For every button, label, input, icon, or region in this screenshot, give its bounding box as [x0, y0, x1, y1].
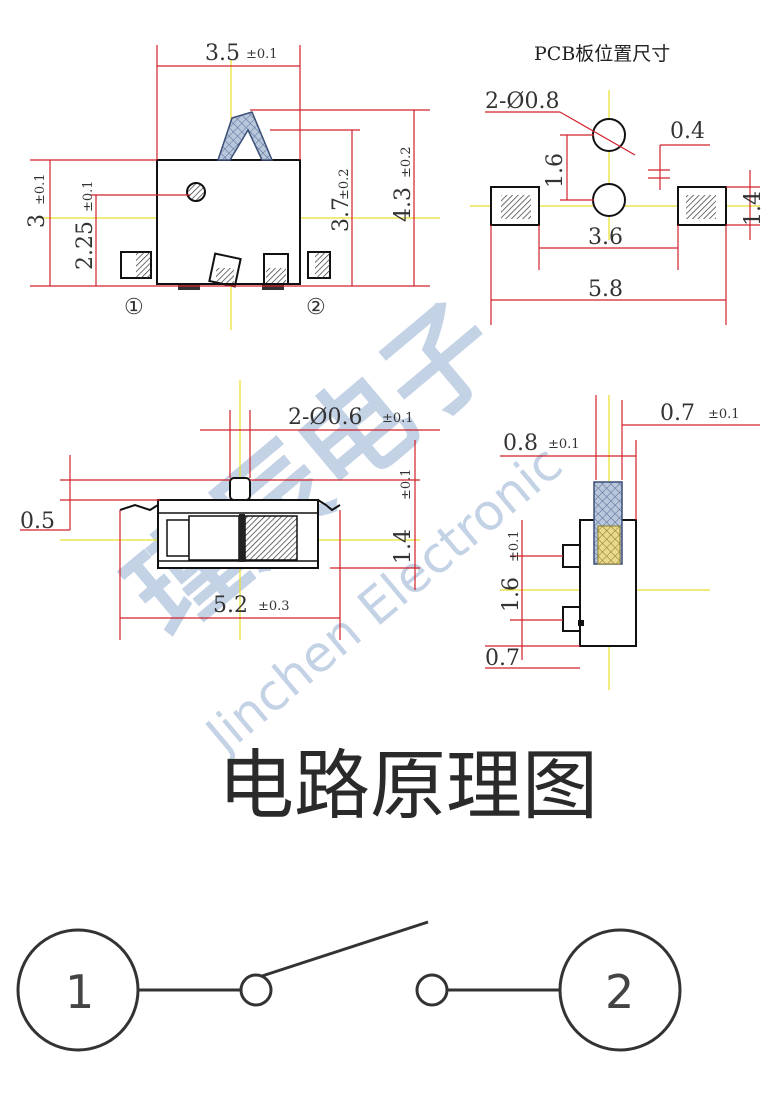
node-2-circle — [558, 928, 682, 1052]
pcb-inner-span: 3.6 — [588, 225, 623, 250]
actuator-lever — [216, 111, 274, 161]
pcb-pad-height: 1.4 — [741, 191, 766, 226]
side-post-spacing-tol: ±0.1 — [507, 530, 522, 562]
watermark-cn: 瑾辰电子 — [104, 279, 523, 660]
dim-total-height: 4.3 — [391, 187, 416, 222]
dim-width: 3.5 — [205, 41, 240, 66]
contact-right — [415, 973, 449, 1007]
side-lever-width: 0.7 — [660, 401, 695, 426]
side-post-spacing: 1.6 — [499, 577, 524, 612]
node-2-label: 2 — [605, 965, 634, 1019]
pcb-hole-bottom — [592, 183, 626, 217]
node-1-label: 1 — [65, 965, 94, 1019]
switch-blade — [261, 920, 429, 978]
dim-hole-height: 2.25 — [73, 221, 98, 270]
pcb-layout-title: PCB板位置尺寸 — [534, 43, 670, 65]
front-post-tol: ±0.1 — [382, 411, 414, 426]
dim-actuator-height: 3.7 — [329, 197, 354, 232]
schematic: 电路原理图 1 2 — [16, 741, 682, 1052]
side-bottom-offset: 0.7 — [485, 646, 520, 671]
contact-left — [239, 973, 273, 1007]
pcb-outer-span: 5.8 — [588, 277, 623, 302]
pcb-offset: 0.4 — [670, 119, 705, 144]
front-view: 2-Ø0.6 ±0.1 0.5 1.4 ±0.1 5.2 ±0.3 — [20, 380, 440, 640]
pcb-hole-label: 2-Ø0.8 — [485, 89, 559, 114]
mounting-hole — [186, 182, 206, 202]
terminal-2-label: ② — [306, 295, 326, 320]
dim-hole-height-tol: ±0.1 — [81, 180, 96, 212]
dim-height-left: 3 — [25, 214, 50, 228]
dim-width-tol: ±0.1 — [246, 47, 278, 62]
front-post — [229, 477, 251, 501]
pcb-layout: PCB板位置尺寸 2-Ø0.8 1.6 0.4 1.4 3.6 5.8 — [470, 43, 766, 325]
side-view: 0.7 ±0.1 0.8 ±0.1 1.6 ±0.1 0.7 — [485, 395, 760, 690]
pcb-hole-spacing: 1.6 — [543, 153, 568, 188]
front-length: 5.2 — [213, 593, 248, 618]
front-post-label: 2-Ø0.6 — [288, 405, 362, 430]
front-body-height: 1.4 — [391, 529, 416, 564]
side-lever-inner: 0.8 — [503, 431, 538, 456]
top-view: 3.5 ±0.1 3 ±0.1 2.25 ±0.1 3.7 ±0.2 4.3 ±… — [25, 41, 440, 330]
front-length-tol: ±0.3 — [258, 599, 290, 614]
terminal-1-label: ① — [124, 295, 144, 320]
dim-total-height-tol: ±0.2 — [399, 146, 414, 178]
front-body-height-tol: ±0.1 — [399, 468, 414, 500]
side-lever-width-tol: ±0.1 — [708, 407, 740, 422]
dim-actuator-height-tol: ±0.2 — [337, 168, 352, 200]
schematic-title: 电路原理图 — [218, 741, 598, 830]
dim-height-left-tol: ±0.1 — [33, 173, 48, 205]
side-lever-inner-tol: ±0.1 — [548, 437, 580, 452]
